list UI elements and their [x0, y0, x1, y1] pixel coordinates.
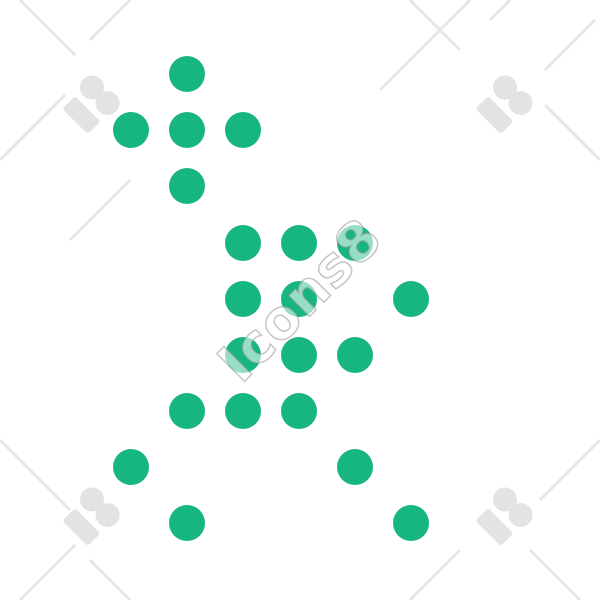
- dot: [225, 281, 261, 317]
- dot: [281, 225, 317, 261]
- dot: [169, 56, 205, 92]
- watermark-logo-bottom-right: [476, 487, 533, 545]
- icon-dots: [113, 56, 429, 541]
- dot: [281, 337, 317, 373]
- dot: [169, 505, 205, 541]
- dot: [169, 168, 205, 204]
- dot: [393, 505, 429, 541]
- dot: [337, 225, 373, 261]
- watermark-logo-bottom-left: [63, 487, 120, 545]
- dot: [225, 393, 261, 429]
- watermark-logo-top-right: [476, 75, 533, 133]
- dot: [281, 281, 317, 317]
- dot: [225, 112, 261, 148]
- watermark-logo-top-left: [63, 75, 120, 133]
- dot: [337, 449, 373, 485]
- dot: [113, 449, 149, 485]
- dot: [337, 337, 373, 373]
- dot: [169, 112, 205, 148]
- dot: [281, 393, 317, 429]
- dot: [225, 225, 261, 261]
- dot: [225, 337, 261, 373]
- dot: [169, 393, 205, 429]
- dot: [113, 112, 149, 148]
- dot: [393, 281, 429, 317]
